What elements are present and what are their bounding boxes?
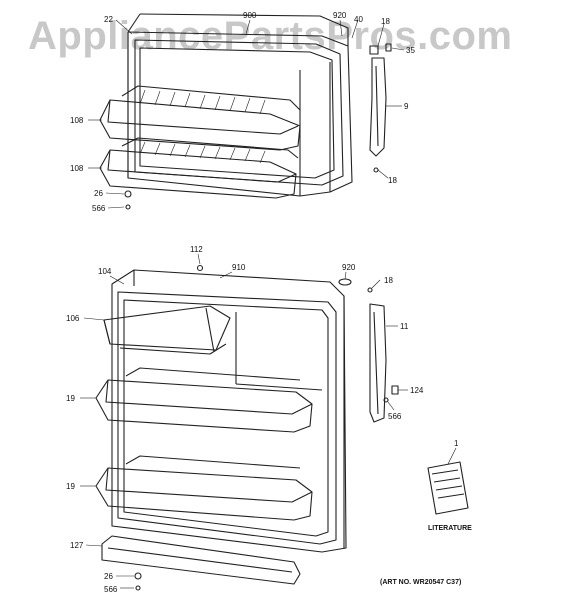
callout-920-top: 920 [333,11,347,20]
callout-19-upper: 19 [66,394,75,403]
freezer-door [127,13,353,197]
screw-112 [196,264,204,272]
callout-108-lower: 108 [70,164,84,173]
screw-566-bottom [135,585,141,591]
callout-566-top: 566 [92,204,106,213]
callout-566-mid: 566 [388,412,402,421]
callout-18-top-a: 18 [381,17,390,26]
callout-106: 106 [66,314,80,323]
plug-124 [391,385,399,395]
callout-35: 35 [406,46,415,55]
callout-910: 910 [232,263,246,272]
callout-112: 112 [190,245,203,254]
callout-1: 1 [454,439,459,448]
callout-566-bottom: 566 [104,585,118,594]
callout-26-top: 26 [94,189,103,198]
plug-26-bottom [134,572,142,580]
callout-11: 11 [400,322,409,331]
art-number-caption: (ART NO. WR20547 C37) [380,579,461,586]
callout-19-lower: 19 [66,482,75,491]
screw-566-mid [383,397,389,403]
callout-9: 9 [404,102,409,111]
callout-18-bottom: 18 [384,276,393,285]
callout-104: 104 [98,267,112,276]
callout-920-bottom: 920 [342,263,356,272]
callout-40: 40 [354,15,363,24]
callout-18-top-b: 18 [388,176,397,185]
callout-127: 127 [70,541,84,550]
fresh-food-handle [369,303,387,423]
plug-26-top [124,190,132,198]
screw-566-top [125,204,131,210]
leader-lines [80,19,457,589]
callout-900: 900 [243,11,257,20]
callout-labels: 22 900 920 40 18 35 9 18 108 108 26 566 … [66,11,472,594]
literature-booklet [427,461,469,515]
literature-label: LITERATURE [428,525,472,532]
callout-26-bottom: 26 [104,572,113,581]
screw-18-top [373,167,379,173]
dairy-compartment [103,305,231,355]
callout-108-upper: 108 [70,116,84,125]
freezer-shelf-upper [99,85,301,151]
bottom-trim [101,535,301,585]
callout-124: 124 [410,386,424,395]
freezer-handle [369,43,392,157]
screw-18-bottom [367,287,373,293]
door-shelf-upper [95,367,313,433]
door-shelf-lower [95,455,313,521]
fresh-food-door [111,269,347,553]
callout-22: 22 [104,15,113,24]
freezer-shelf-lower [99,137,299,199]
plug-920-bottom [338,278,352,286]
